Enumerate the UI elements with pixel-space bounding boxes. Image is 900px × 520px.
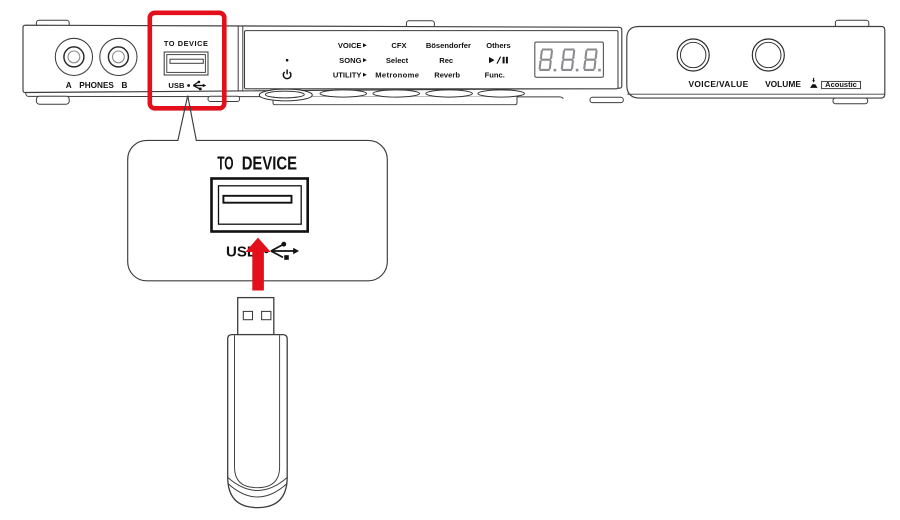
- svg-text:TO DEVICE: TO DEVICE: [164, 39, 209, 48]
- svg-text:TO: TO: [217, 154, 233, 174]
- svg-text:Acoustic: Acoustic: [825, 80, 857, 89]
- svg-text:USB: USB: [168, 81, 185, 90]
- svg-text:DEVICE: DEVICE: [242, 154, 297, 174]
- svg-text:Func.: Func.: [485, 71, 505, 80]
- svg-text:UTILITY: UTILITY: [333, 71, 362, 80]
- svg-text:VOICE: VOICE: [338, 41, 362, 50]
- svg-text:Reverb: Reverb: [434, 71, 460, 80]
- svg-text:Bösendorfer: Bösendorfer: [426, 41, 471, 50]
- svg-text:Select: Select: [386, 56, 409, 65]
- svg-text:Metronome: Metronome: [375, 71, 419, 80]
- svg-text:VOLUME: VOLUME: [765, 79, 801, 89]
- svg-text:VOICE/VALUE: VOICE/VALUE: [689, 79, 749, 89]
- svg-text:A: A: [66, 81, 72, 90]
- svg-text:Others: Others: [486, 41, 510, 50]
- svg-text:SONG: SONG: [339, 56, 361, 65]
- svg-text:PHONES: PHONES: [79, 81, 114, 90]
- svg-text:B: B: [121, 81, 127, 90]
- svg-text:CFX: CFX: [391, 41, 406, 50]
- svg-text:Rec: Rec: [439, 56, 453, 65]
